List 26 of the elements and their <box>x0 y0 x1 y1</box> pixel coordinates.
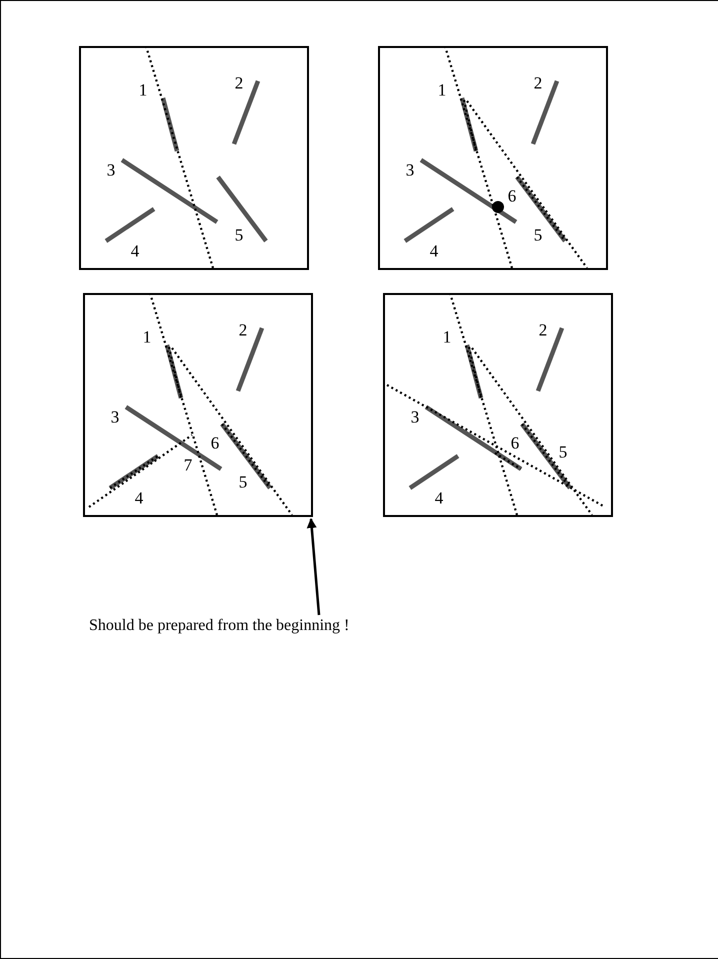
part-number: 1 <box>138 82 148 98</box>
part-number: 2 <box>238 322 248 338</box>
part-number: 1 <box>142 328 152 346</box>
part-number: 2 <box>234 74 244 92</box>
part-number: 4 <box>130 242 140 260</box>
part-number: 5 <box>234 226 244 244</box>
note-text: Should be prepared from the beginning ! <box>89 616 350 636</box>
part-number: 3 <box>410 408 420 426</box>
part-number: 7 <box>184 456 192 474</box>
arrow <box>306 518 320 616</box>
part-number: 2 <box>538 322 548 338</box>
part-number: 5 <box>558 444 568 460</box>
part-number: 1 <box>438 82 446 98</box>
part-number: 1 <box>442 328 452 346</box>
part-number: 3 <box>110 408 120 426</box>
part-number: 5 <box>534 226 542 244</box>
part-number: 4 <box>134 490 144 506</box>
part-number: 6 <box>510 434 520 452</box>
part-number: 2 <box>534 74 542 92</box>
part-number: 5 <box>238 474 248 490</box>
part-number: 4 <box>434 490 444 506</box>
part-number: 6 <box>210 434 220 452</box>
part-number: 3 <box>106 162 116 178</box>
part-number: 4 <box>430 242 438 260</box>
part-number: 3 <box>406 162 414 178</box>
part-number: 6 <box>508 188 516 204</box>
